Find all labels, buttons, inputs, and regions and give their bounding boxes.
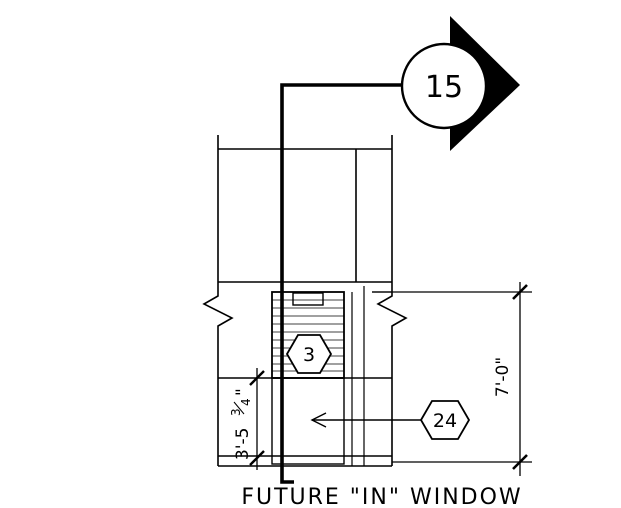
window-tag-number: 3 [303,344,315,366]
drawing-caption: FUTURE "IN" WINDOW [241,485,522,508]
note-tag-number: 24 [433,410,457,432]
section-marker-number: 15 [425,70,463,105]
hexagon-icon [285,334,333,374]
hexagon-icon [419,400,471,440]
height-dimension [372,282,532,476]
future-window [271,286,392,466]
section-cut-line [280,83,404,484]
sill-dimension-feet: 3'-5 [233,428,253,460]
sill-dimension-fraction-num: 3 [229,408,243,416]
section-marker-circle [400,42,488,130]
sill-dimension-label: 3'-5 3 4 " [229,388,253,460]
height-dimension-label: 7'-0" [493,357,513,397]
leader-arrow-icon [310,412,327,428]
sill-dimension-inch-mark: " [233,388,253,396]
window-tag: 3 [285,334,333,374]
sill-dimension [249,368,265,470]
note-tag: 24 [310,400,471,440]
wall-outline [202,135,408,467]
fraction-bar [233,401,245,415]
section-marker: 15 [400,16,520,151]
sill-dimension-fraction-den: 4 [239,398,253,406]
